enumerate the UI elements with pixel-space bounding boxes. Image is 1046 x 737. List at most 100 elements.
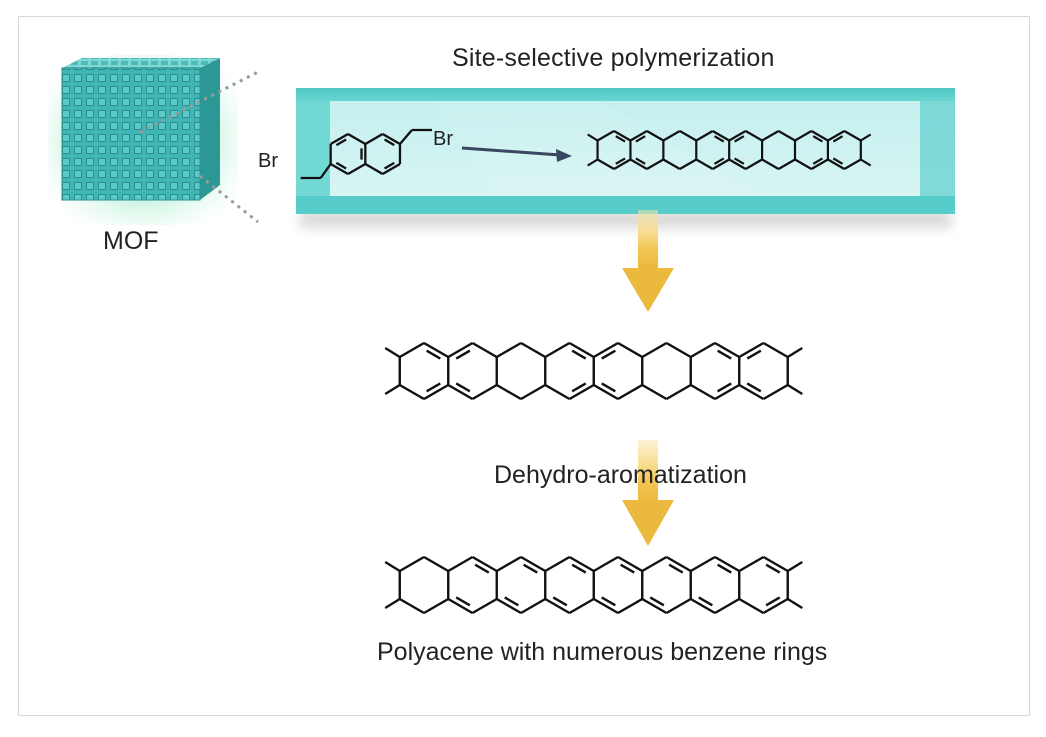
- double-bond: [601, 596, 616, 607]
- ring-bond: [714, 597, 740, 615]
- ring-bond: [617, 341, 643, 359]
- monomer-structure: [300, 128, 432, 180]
- end-bond: [787, 597, 803, 609]
- double-bond: [552, 596, 568, 607]
- double-bond: [812, 157, 824, 165]
- ring-bond: [544, 341, 571, 359]
- double-bond: [812, 135, 824, 143]
- ring-bond: [382, 163, 401, 175]
- double-bond: [698, 596, 713, 607]
- polymer-intermediate: [384, 341, 803, 401]
- ch2-bond: [399, 129, 413, 145]
- double-bond: [504, 596, 519, 607]
- ring-bond: [714, 383, 740, 401]
- ring-bond: [399, 383, 425, 401]
- ring-bond: [364, 163, 384, 175]
- double-bond: [455, 596, 471, 607]
- ring-bond: [568, 383, 595, 401]
- double-bond: [649, 596, 665, 607]
- ring-bond: [330, 133, 349, 145]
- ring-bond: [520, 383, 546, 401]
- end-bond: [587, 133, 599, 142]
- ring-bond: [471, 597, 498, 615]
- double-bond: [717, 349, 732, 360]
- ring-bond: [827, 158, 845, 170]
- double-bond: [734, 135, 745, 143]
- zoom-lines: [139, 70, 259, 224]
- double-bond: [571, 563, 587, 574]
- process-arrow-1: [622, 210, 674, 312]
- ring-bond: [679, 130, 697, 142]
- ring-bond: [447, 555, 474, 573]
- double-bond: [746, 349, 762, 360]
- pore-channel: [296, 88, 955, 228]
- ring-bond: [330, 163, 349, 175]
- ring-bond: [745, 158, 763, 170]
- ring-bond: [613, 130, 632, 142]
- ring-bond: [665, 383, 692, 401]
- ring-bond: [399, 597, 425, 615]
- ring-bond: [471, 383, 498, 401]
- bromine-label-left: Br: [258, 150, 278, 172]
- ring-bond: [496, 597, 522, 615]
- ring-bond: [761, 158, 780, 170]
- ring-bond: [777, 158, 796, 170]
- double-bond: [717, 382, 732, 393]
- double-bond: [713, 157, 725, 165]
- double-bond: [383, 161, 395, 170]
- ring-bond: [695, 130, 714, 142]
- ring-bond: [593, 555, 619, 573]
- ring-bond: [714, 341, 740, 359]
- ring-bond: [596, 158, 615, 170]
- double-bond: [523, 563, 538, 574]
- end-bond: [860, 133, 872, 142]
- ring-bond: [629, 130, 648, 142]
- ring-bond: [728, 158, 747, 170]
- ring-bond: [347, 133, 366, 145]
- ring-bond: [568, 597, 595, 615]
- ring-bond: [827, 130, 845, 142]
- double-bond: [601, 382, 616, 393]
- double-bond: [571, 349, 587, 360]
- ring-bond: [641, 555, 668, 573]
- ring-bond: [761, 130, 780, 142]
- ring-bond: [679, 158, 697, 170]
- ring-bond: [762, 555, 789, 573]
- end-bond: [384, 597, 401, 609]
- ring-bond: [712, 158, 730, 170]
- ring-bond: [447, 597, 474, 615]
- ring-bond: [762, 597, 789, 615]
- double-bond: [474, 563, 490, 574]
- ring-bond: [794, 130, 813, 142]
- ring-bond: [745, 130, 763, 142]
- ring-bond: [382, 133, 401, 145]
- polymer-in-channel: [587, 130, 872, 170]
- double-bond: [620, 563, 635, 574]
- ring-bond: [810, 130, 829, 142]
- final-label: Polyacene with numerous benzene rings: [377, 638, 828, 666]
- ring-bond: [544, 597, 571, 615]
- ring-bond: [593, 341, 619, 359]
- ring-bond: [593, 383, 619, 401]
- double-bond: [713, 135, 725, 143]
- ring-bond: [794, 158, 813, 170]
- ring-bond: [399, 555, 425, 573]
- ring-bond: [728, 130, 747, 142]
- ring-bond: [777, 130, 796, 142]
- ring-bond: [665, 597, 692, 615]
- ring-bond: [447, 383, 474, 401]
- ring-bond: [613, 158, 632, 170]
- ring-bond: [423, 555, 449, 573]
- ring-bond: [641, 341, 668, 359]
- ring-bond: [843, 158, 862, 170]
- ring-bond: [738, 341, 765, 359]
- double-bond: [426, 349, 441, 360]
- double-bond: [734, 157, 745, 165]
- ring-bond: [617, 597, 643, 615]
- double-bond: [635, 157, 646, 165]
- ring-bond: [364, 133, 384, 145]
- double-bond: [765, 596, 781, 607]
- ring-bond: [641, 597, 668, 615]
- ring-bond: [738, 555, 765, 573]
